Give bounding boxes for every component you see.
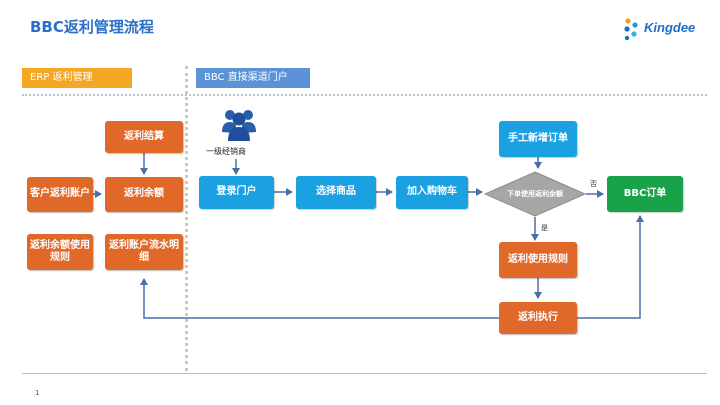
decision-no-label: 否 (590, 180, 597, 188)
distributor-label: 一级经销商 (206, 147, 246, 156)
arrow-execute-to-order (577, 215, 644, 319)
rebate-usage-rules-node: 返利使用规则 (499, 242, 577, 278)
bbc-section-label: BBC 直接渠道门户 (196, 68, 310, 88)
add-to-cart-node: 加入购物车 (396, 176, 468, 209)
section-divider-horizontal (22, 94, 707, 96)
decision-label: 下单使用返利余额 (507, 189, 563, 198)
customer-rebate-account-node: 客户返利账户 (27, 177, 93, 212)
users-icon (222, 106, 256, 142)
arrow-execute-to-details (140, 278, 499, 319)
manual-order-node: 手工新增订单 (499, 121, 577, 157)
decision-diamond: 下单使用返利余额 (483, 171, 587, 217)
rebate-balance-node: 返利余额 (105, 177, 183, 212)
page-title: BBC返利管理流程 (30, 18, 154, 36)
select-goods-node: 选择商品 (296, 176, 376, 209)
decision-yes-label: 是 (541, 224, 548, 232)
logo-text: Kingdee (644, 20, 696, 35)
rebate-settle-node: 返利结算 (105, 121, 183, 153)
rebate-balance-rules-node: 返利余额使用规则 (27, 234, 93, 270)
footer-divider (22, 373, 707, 374)
section-divider-vertical (185, 66, 188, 371)
rebate-account-details-node: 返利账户流水明细 (105, 234, 183, 270)
rebate-execute-node: 返利执行 (499, 302, 577, 334)
login-portal-node: 登录门户 (199, 176, 274, 209)
erp-section-label: ERP 返利管理 (22, 68, 132, 88)
kingdee-logo: Kingdee (622, 16, 712, 42)
kingdee-logo-mark (624, 18, 638, 41)
page-number: 1 (35, 389, 40, 397)
bbc-order-node: BBC订单 (607, 176, 683, 212)
